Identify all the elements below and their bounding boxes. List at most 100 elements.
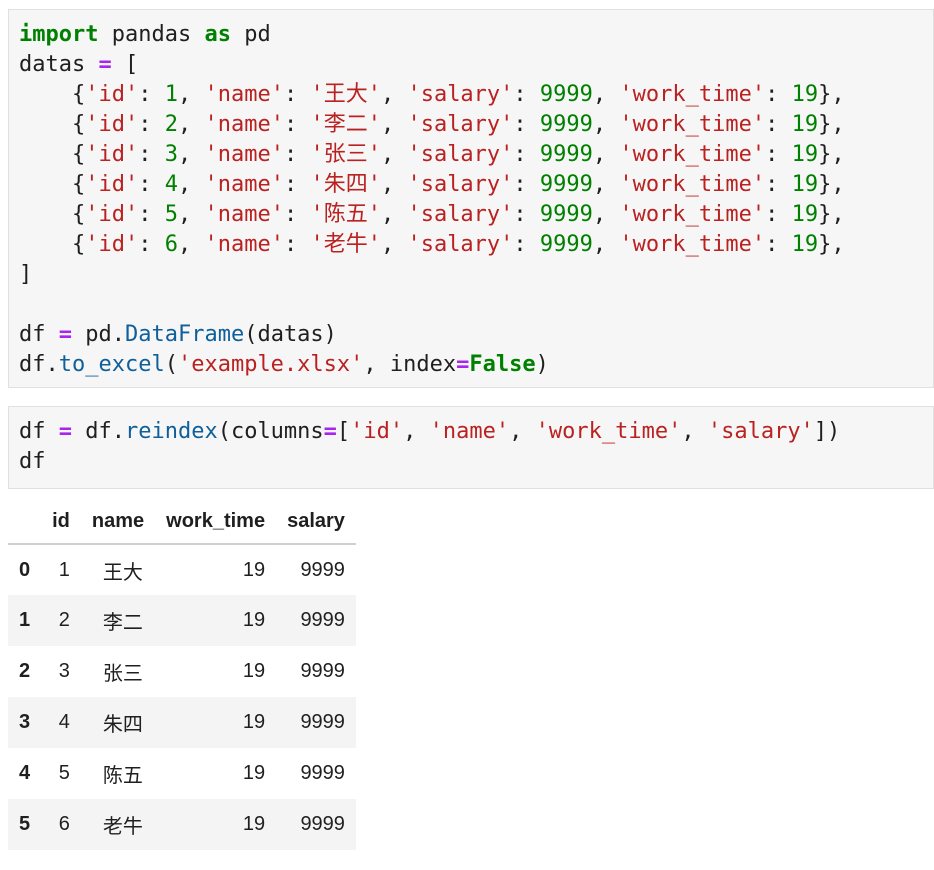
code-token: [ (336, 419, 351, 444)
code-token: : (138, 112, 165, 137)
code-token: '张三' (310, 142, 381, 167)
code-cell-2[interactable]: df = df.reindex(columns=['id', 'name', '… (8, 406, 934, 489)
code-token: , (380, 232, 408, 257)
code-token: , (177, 82, 205, 107)
cell-id: 5 (58, 762, 70, 784)
code-token: , (177, 112, 205, 137)
code-token: 'id' (85, 172, 139, 197)
code-token: [ (111, 52, 139, 77)
code-token: 19 (791, 232, 819, 257)
cell-id: 2 (58, 609, 70, 631)
code-token: 'name' (204, 232, 284, 257)
table-row: 2 3 张三 19 9999 (8, 646, 356, 697)
code-editor[interactable]: df = df.reindex(columns=['id', 'name', '… (9, 407, 933, 477)
output-area: id name work_time salary 0 1 王大 19 9999 … (8, 500, 356, 850)
code-token: 9999 (539, 232, 593, 257)
code-token: }, (818, 112, 845, 137)
code-token: ) (535, 352, 549, 377)
table-row: 3 4 朱四 19 9999 (8, 697, 356, 748)
code-token: 'id' (85, 112, 139, 137)
cell-name: 老牛 (102, 816, 143, 838)
code-token: 'name' (204, 202, 284, 227)
table-row: 0 1 王大 19 9999 (8, 544, 356, 595)
code-token: { (19, 232, 86, 257)
code-line: df.to_excel('example.xlsx', index=False) (19, 350, 933, 380)
code-token: 'name' (204, 172, 284, 197)
code-line: ] (19, 260, 933, 290)
code-token: }, (818, 82, 845, 107)
code-token: (columns (217, 419, 324, 444)
code-token: : (283, 112, 311, 137)
code-token: , (681, 419, 708, 444)
table-row: 1 2 李二 19 9999 (8, 595, 356, 646)
code-token: , (380, 202, 408, 227)
code-token: 1 (164, 82, 178, 107)
cell-salary: 9999 (300, 609, 345, 631)
code-token: , (592, 202, 620, 227)
code-token: : (283, 202, 311, 227)
code-token: 9999 (539, 202, 593, 227)
code-token: to_excel (58, 352, 165, 377)
code-token: = (58, 419, 72, 444)
code-token: : (138, 172, 165, 197)
code-token: DataFrame (124, 322, 245, 347)
code-token: , (380, 112, 408, 137)
table-row: 5 6 老牛 19 9999 (8, 799, 356, 850)
code-token: : (513, 142, 540, 167)
code-token: 19 (791, 142, 819, 167)
code-token: 9999 (539, 82, 593, 107)
code-token: 'salary' (407, 112, 514, 137)
code-token: , (592, 112, 620, 137)
code-token: 5 (164, 202, 178, 227)
row-index: 4 (19, 762, 31, 784)
code-token: ] (19, 262, 33, 287)
code-token: = (98, 52, 112, 77)
code-token: as (204, 22, 231, 47)
code-token: , index (363, 352, 457, 377)
code-token: 'work_time' (535, 419, 682, 444)
code-token: 'salary' (407, 202, 514, 227)
code-token: datas (19, 52, 99, 77)
code-token: 6 (164, 232, 178, 257)
cell-name: 李二 (102, 612, 143, 634)
code-line: {'id': 6, 'name': '老牛', 'salary': 9999, … (19, 230, 933, 260)
code-token: 'salary' (407, 142, 514, 167)
cell-name: 陈五 (102, 765, 143, 787)
code-token: False (469, 352, 536, 377)
code-token: { (19, 112, 86, 137)
code-token: 'name' (204, 112, 284, 137)
cell-name: 王大 (102, 561, 143, 584)
code-line: datas = [ (19, 50, 933, 80)
code-token: 19 (791, 172, 819, 197)
table-row: 4 5 陈五 19 9999 (8, 748, 356, 799)
code-token: }, (818, 142, 845, 167)
code-token: , (177, 172, 205, 197)
code-token: 'work_time' (619, 142, 766, 167)
code-line: import pandas as pd (19, 20, 933, 50)
cell-salary: 9999 (300, 558, 345, 581)
code-token: (datas) (244, 322, 337, 347)
code-token: { (19, 82, 86, 107)
code-token: 'salary' (707, 419, 814, 444)
row-index: 3 (19, 711, 31, 733)
table-header-row: id name work_time salary (8, 500, 356, 545)
cell-work-time: 19 (242, 711, 266, 733)
code-token: '朱四' (310, 172, 381, 197)
row-index: 2 (19, 660, 31, 682)
code-token: : (138, 82, 165, 107)
code-token: : (765, 142, 792, 167)
code-token: 'work_time' (619, 82, 766, 107)
code-token: : (283, 172, 311, 197)
code-token: 'work_time' (619, 202, 766, 227)
code-token: : (138, 202, 165, 227)
code-token: = (323, 419, 337, 444)
code-token: '陈五' (310, 202, 381, 227)
code-token: df (19, 419, 59, 444)
code-line: df (19, 447, 933, 477)
code-token: : (283, 82, 311, 107)
code-line: df = pd.DataFrame(datas) (19, 320, 933, 350)
code-token: , (177, 232, 205, 257)
code-token: pd. (72, 322, 125, 347)
